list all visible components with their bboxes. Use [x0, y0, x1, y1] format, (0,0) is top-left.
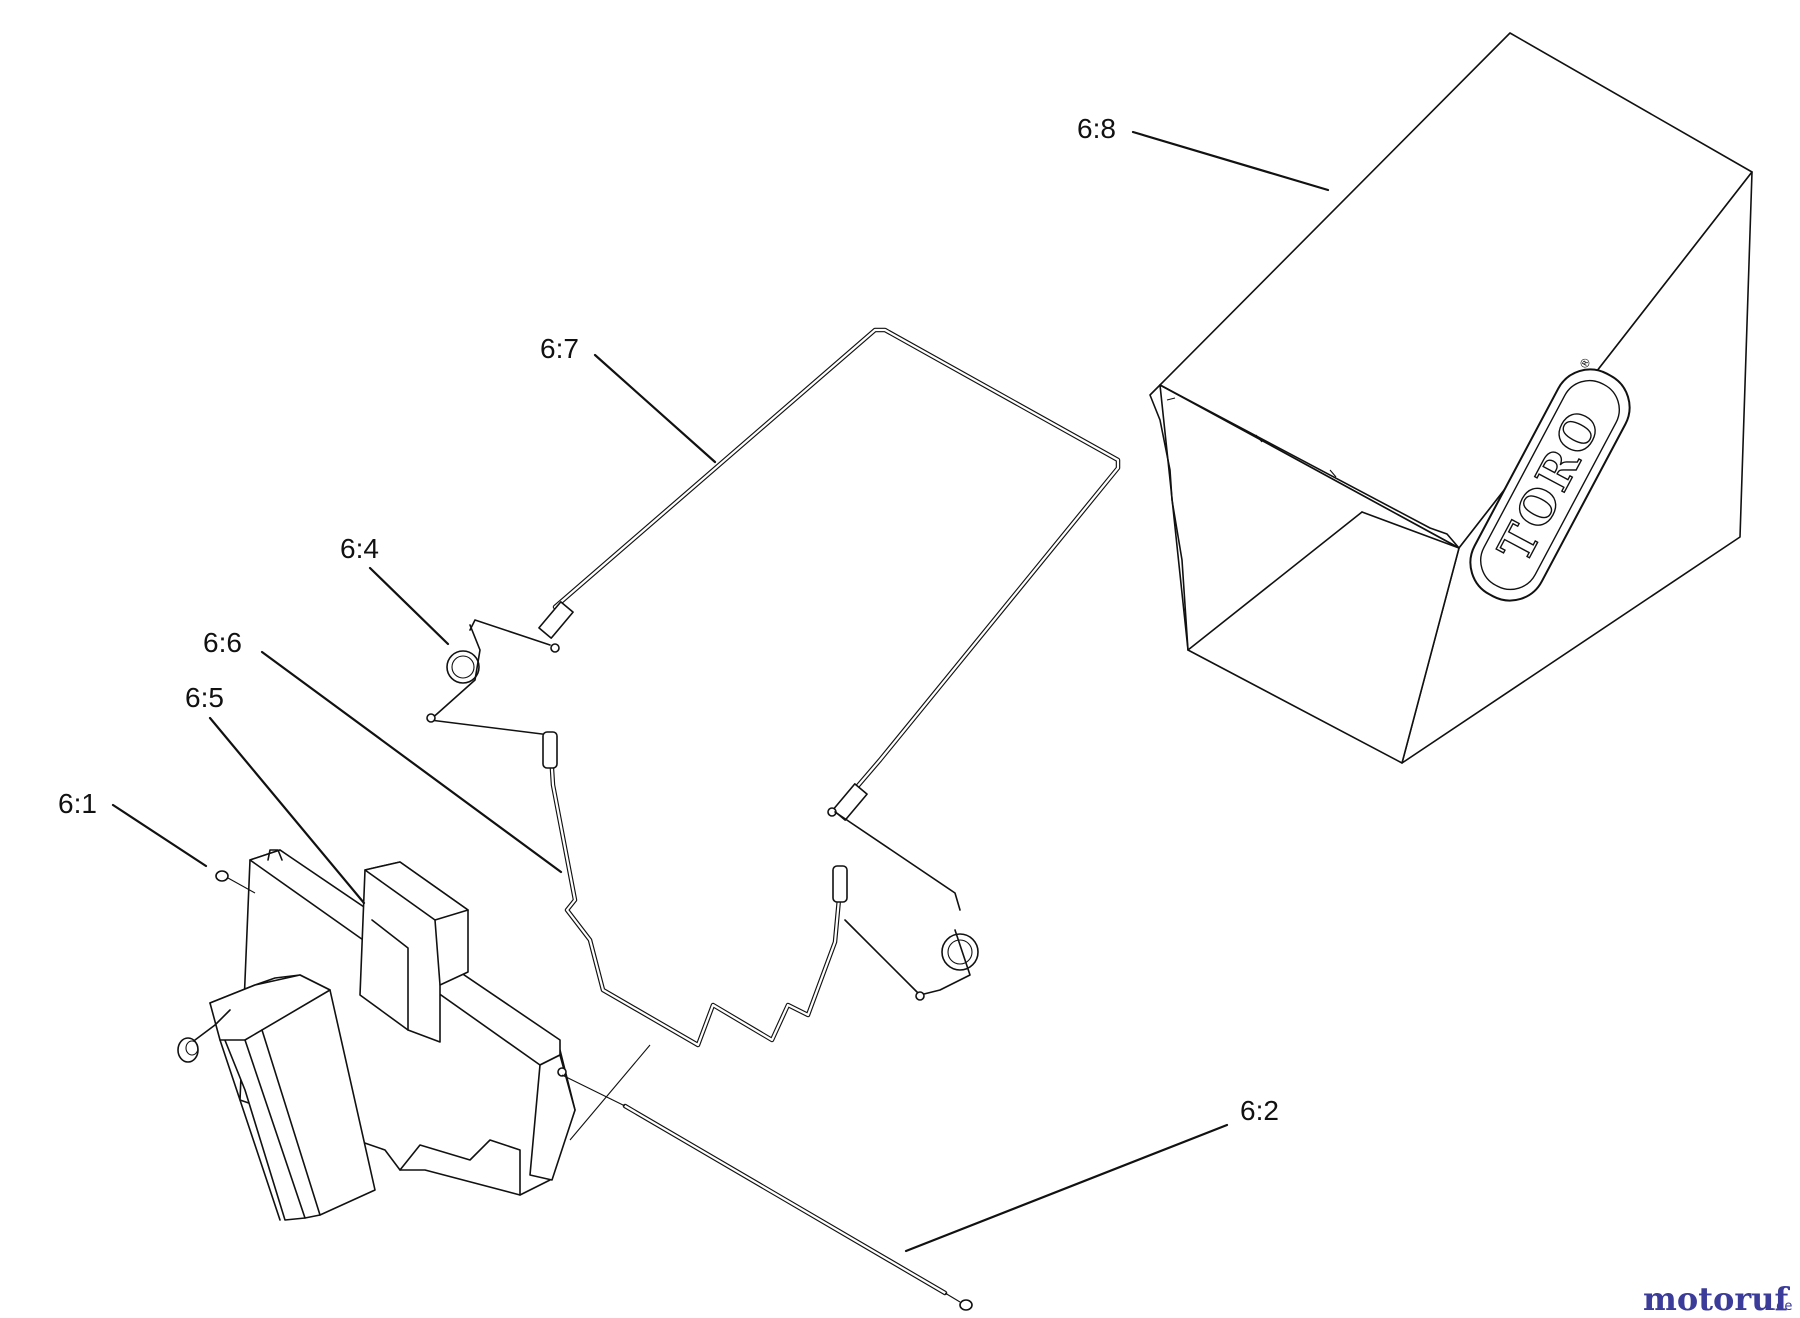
watermark-name: motoruf — [1643, 1280, 1790, 1318]
leader-lines — [111, 130, 1330, 1253]
leader-6-6 — [260, 650, 563, 874]
leader-6-2 — [904, 1123, 1229, 1253]
leader-6-7 — [593, 353, 717, 464]
leader-6-5 — [208, 716, 366, 905]
callout-6-6: 6:6 — [203, 627, 242, 658]
spring-right-part — [834, 811, 979, 1001]
callout-6-1: 6:1 — [58, 788, 97, 819]
callout-6-5: 6:5 — [185, 682, 224, 713]
bag-frame-part — [538, 327, 1121, 821]
spring-left-part — [426, 619, 551, 736]
callout-6-4: 6:4 — [340, 533, 379, 564]
logo-registered-mark: ® — [1576, 355, 1594, 372]
callout-6-2: 6:2 — [1240, 1095, 1279, 1126]
watermark: motoruf .de — [1643, 1280, 1792, 1318]
callout-labels: 6:8 6:7 6:4 6:6 6:5 6:1 6:2 — [58, 113, 1279, 1126]
leader-6-4 — [368, 566, 450, 646]
callout-6-7: 6:7 — [540, 333, 579, 364]
leader-6-8 — [1131, 130, 1330, 192]
door-assembly-part — [177, 849, 576, 1221]
callout-6-8: 6:8 — [1077, 113, 1116, 144]
nut-top-part — [215, 870, 256, 894]
rod-part — [542, 731, 848, 1141]
hinge-rod-part — [561, 1074, 973, 1311]
leader-6-1 — [111, 803, 208, 868]
watermark-suffix: .de — [1772, 1299, 1792, 1314]
grass-bag-part — [1149, 32, 1753, 764]
